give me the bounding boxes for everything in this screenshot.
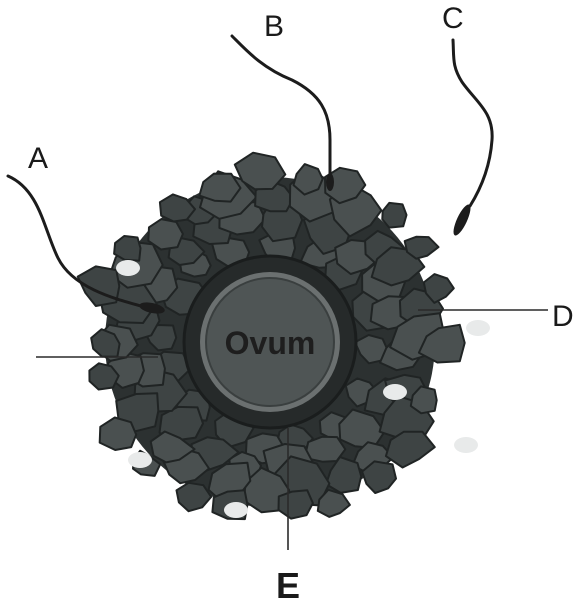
follicle-cell <box>114 236 140 261</box>
sperm-c <box>453 40 492 206</box>
cell-highlight <box>128 452 152 468</box>
cell-highlight <box>224 502 248 518</box>
label-c: C <box>442 2 464 35</box>
follicle-cell <box>100 418 137 451</box>
follicle-cell <box>148 219 183 249</box>
follicle-cell <box>362 461 396 493</box>
sperm-c-head <box>450 202 473 237</box>
cell-highlight <box>466 320 490 336</box>
follicle-cell <box>199 174 240 202</box>
cell-highlight <box>454 437 478 453</box>
label-d: D <box>552 300 574 333</box>
label-b: B <box>264 10 284 43</box>
sperm-b-head <box>326 173 334 191</box>
ovum-label: Ovum <box>225 325 316 361</box>
label-a: A <box>28 142 48 175</box>
follicle-cell <box>382 203 406 228</box>
follicle-cell <box>294 164 323 195</box>
cell-highlight <box>116 260 140 276</box>
label-e: E <box>276 565 300 606</box>
cell-highlight <box>383 384 407 400</box>
follicle-cell <box>279 490 313 518</box>
